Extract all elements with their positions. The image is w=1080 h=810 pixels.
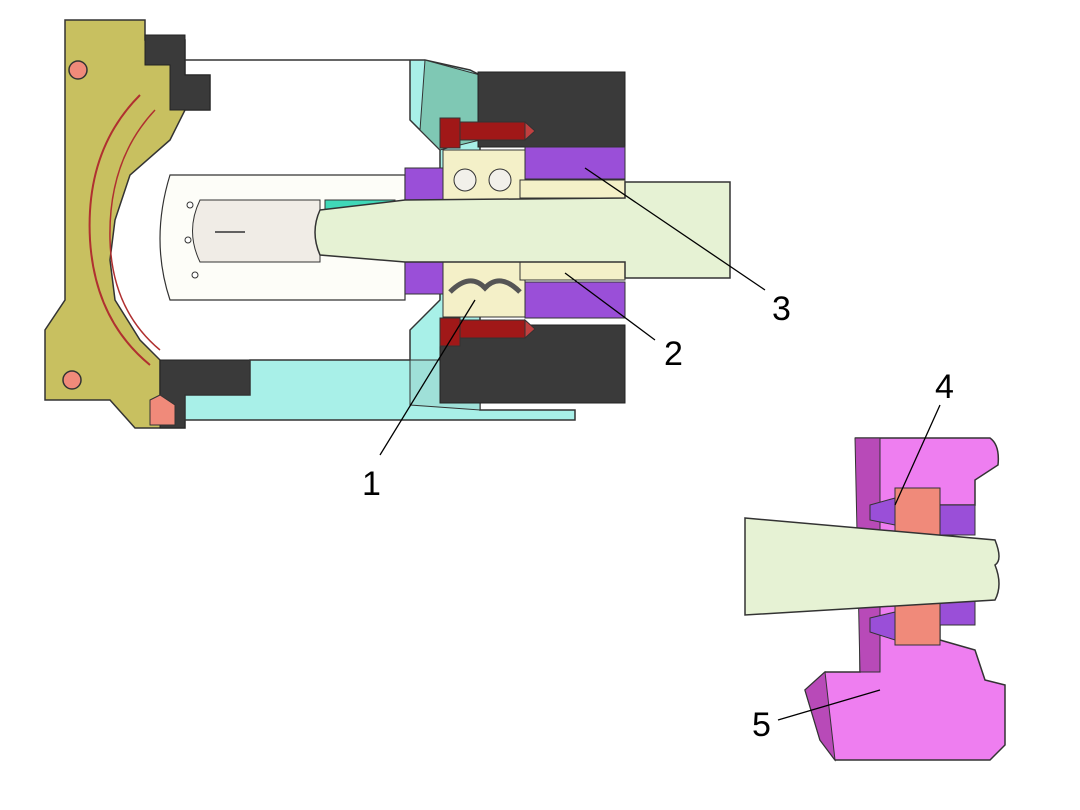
leader-5 (777, 689, 881, 721)
salmon-ring-top (894, 487, 941, 539)
purple-clamp-top (524, 146, 626, 180)
bearing-ball-1 (453, 168, 477, 192)
leader-2 (564, 272, 656, 341)
callout-5: 5 (752, 706, 771, 744)
seal-lip-bottom (869, 611, 896, 641)
angular-contact-balls (448, 278, 522, 294)
flange-dark-seal-top (144, 34, 211, 111)
flange-bolt-hole-top (68, 60, 88, 80)
purple-nut-upper-left (404, 167, 444, 203)
purple-ring-top (939, 504, 976, 536)
bearing-ball-2 (488, 168, 512, 192)
detail-shaft (744, 517, 1000, 616)
red-bolt-top (439, 117, 536, 149)
pink-housing-lower-shade (804, 670, 836, 762)
red-bolt-bottom (439, 317, 536, 347)
callout-3: 3 (772, 290, 791, 328)
spacer-ring-bottom (519, 261, 626, 281)
spacer-ring-top (519, 179, 626, 199)
flange-groove-inner (109, 109, 161, 351)
leader-3 (584, 167, 766, 291)
purple-ring-bottom (939, 599, 976, 626)
callout-2: 2 (664, 335, 683, 373)
leader-1 (379, 299, 476, 456)
leader-4 (894, 404, 941, 506)
flange-groove (88, 94, 151, 366)
flange-red-plug (149, 394, 176, 426)
purple-nut-lower-left (404, 259, 444, 295)
purple-clamp-bottom (524, 281, 626, 319)
bore-sleeve (192, 199, 321, 263)
callout-4: 4 (935, 368, 954, 406)
flange-bolt-hole-bottom (62, 370, 82, 390)
output-shaft (314, 181, 731, 279)
salmon-ring-bottom (894, 599, 941, 646)
callout-1: 1 (362, 465, 381, 503)
seal-lip-top (869, 497, 896, 526)
